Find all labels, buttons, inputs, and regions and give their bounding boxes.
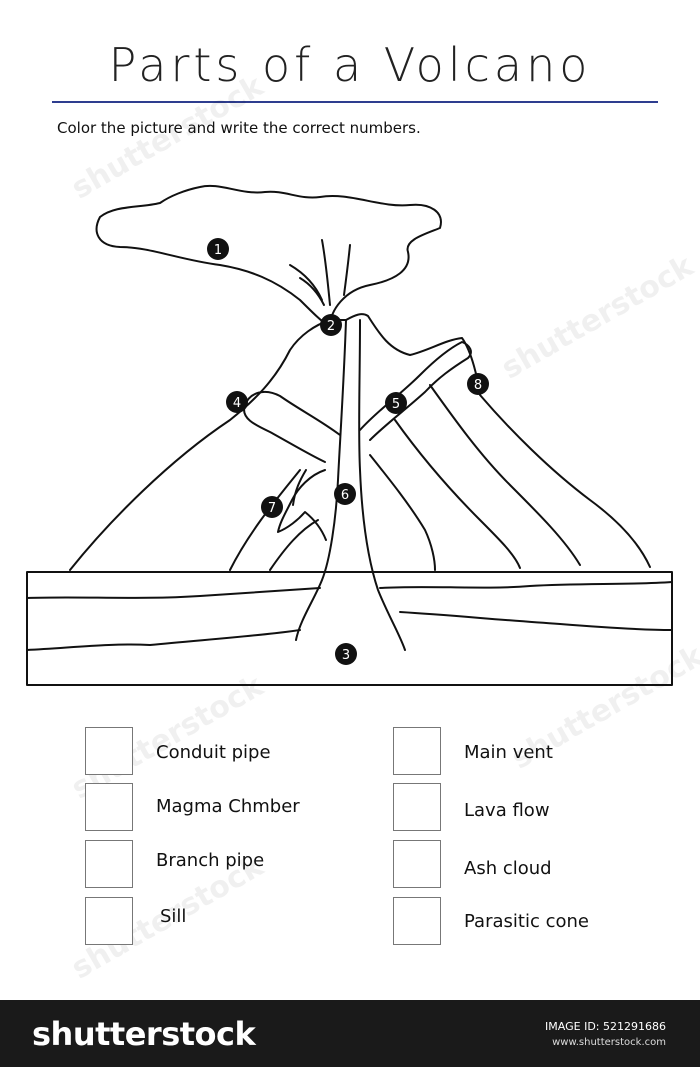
option-label: Lava flow [464, 800, 550, 821]
volcano-diagram: 1 2 3 4 5 6 7 8 [26, 184, 673, 686]
shutterstock-logo: shutterstock [32, 1015, 256, 1053]
answer-box-branch-pipe[interactable] [85, 840, 133, 888]
answer-box-main-vent[interactable] [393, 727, 441, 775]
answer-box-parasitic-cone[interactable] [393, 897, 441, 945]
svg-text:8: 8 [474, 378, 482, 393]
footer-url: www.shutterstock.com [552, 1037, 666, 1048]
svg-text:6: 6 [341, 488, 349, 503]
option-label: Magma Chmber [156, 796, 300, 817]
svg-text:4: 4 [233, 396, 241, 411]
volcano-outline [69, 313, 651, 571]
ash-cloud-outline [95, 184, 442, 328]
page-title: Parts of a Volcano [108, 38, 592, 92]
option-label: Sill [160, 906, 187, 927]
svg-text:7: 7 [268, 501, 276, 516]
answer-box-magma-chamber[interactable] [85, 783, 133, 831]
marker-2: 2 [320, 314, 342, 336]
main-conduit [295, 319, 347, 641]
svg-text:3: 3 [342, 648, 350, 663]
option-label: Branch pipe [156, 850, 265, 871]
answer-box-sill[interactable] [85, 897, 133, 945]
option-label: Conduit pipe [156, 742, 271, 763]
marker-1: 1 [207, 238, 229, 260]
option-label: Ash cloud [464, 858, 552, 879]
marker-6: 6 [334, 483, 356, 505]
stock-footer: shutterstock IMAGE ID: 521291686 www.shu… [0, 1000, 700, 1067]
answer-box-conduit-pipe[interactable] [85, 727, 133, 775]
svg-text:5: 5 [392, 397, 400, 412]
instruction-text: Color the picture and write the correct … [57, 119, 421, 137]
marker-4: 4 [226, 391, 248, 413]
option-label: Main vent [464, 742, 553, 763]
image-id: IMAGE ID: 521291686 [545, 1020, 666, 1033]
marker-8: 8 [467, 373, 489, 395]
marker-5: 5 [385, 392, 407, 414]
answer-box-ash-cloud[interactable] [393, 840, 441, 888]
marker-7: 7 [261, 496, 283, 518]
marker-3: 3 [335, 643, 357, 665]
ground-strata [26, 571, 673, 686]
svg-text:2: 2 [327, 319, 335, 334]
title-underline [52, 101, 658, 103]
svg-text:1: 1 [214, 243, 222, 258]
answer-box-lava-flow[interactable] [393, 783, 441, 831]
option-label: Parasitic cone [464, 911, 589, 932]
